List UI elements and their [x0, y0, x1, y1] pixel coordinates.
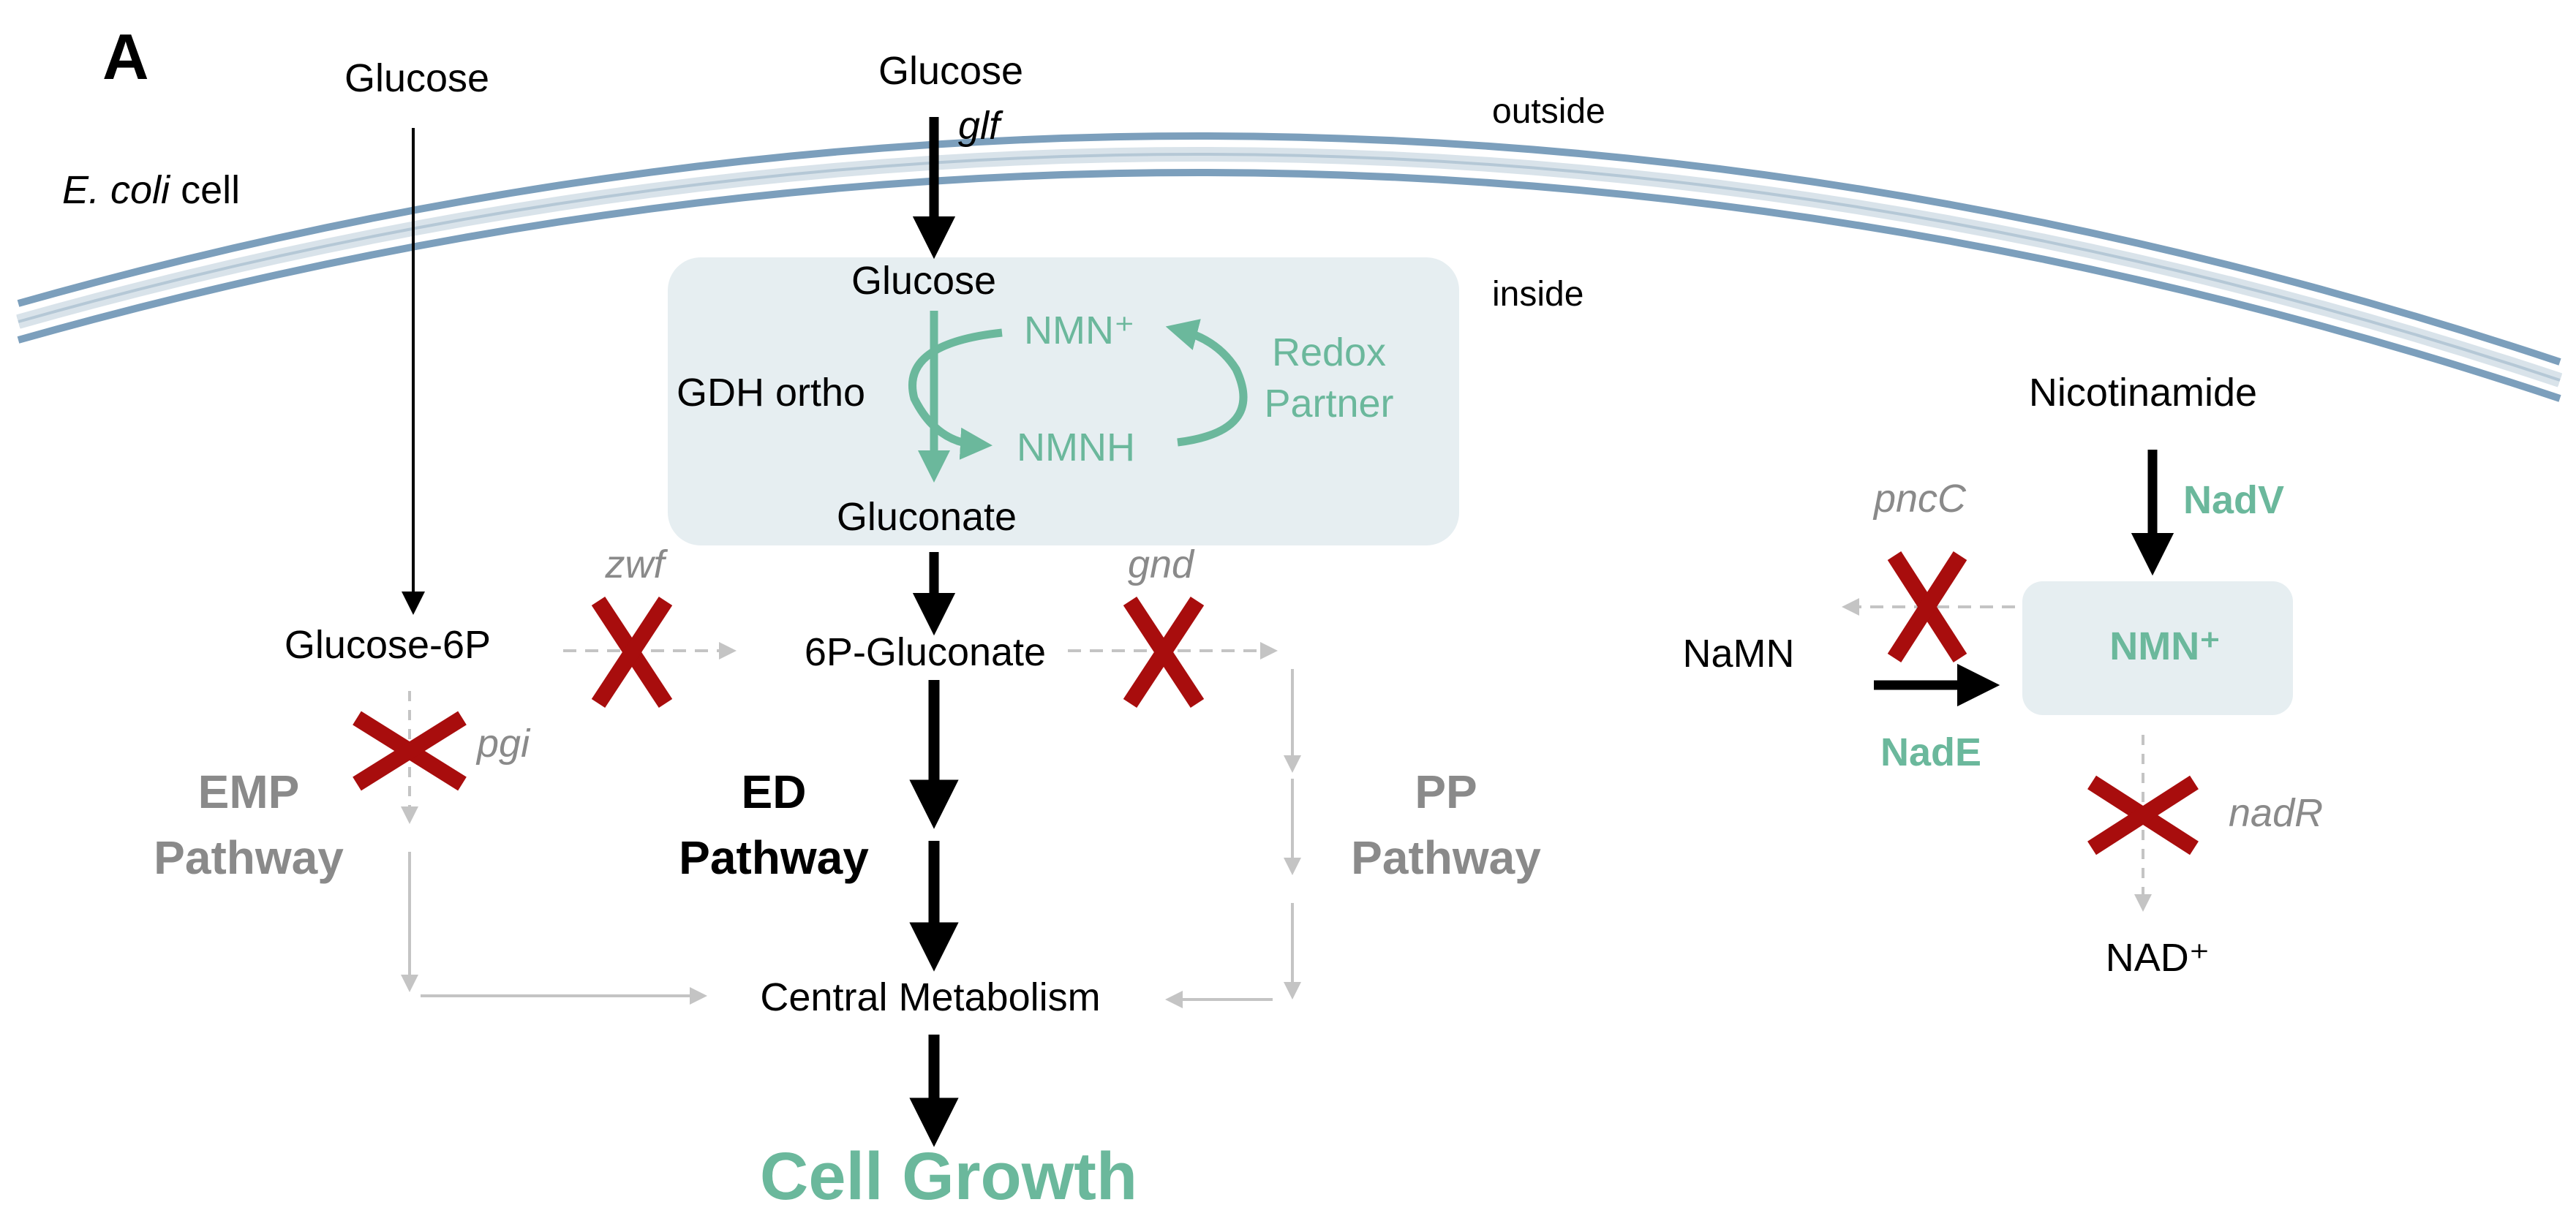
cell-growth-label: Cell Growth: [760, 1139, 1137, 1213]
nadr-label: nadR: [2229, 791, 2323, 835]
inside-label: inside: [1492, 275, 1583, 314]
gdh-ortho-label: GDH ortho: [677, 371, 865, 415]
nmn-box: [2022, 581, 2293, 715]
ed-pathway-label-2: Pathway: [679, 831, 869, 884]
nicotinamide-label: Nicotinamide: [2029, 371, 2257, 415]
box-nmn-plus-label: NMN⁺: [2109, 624, 2220, 668]
knockout-pncc-cross: [1887, 551, 1967, 662]
glf-label: glf: [958, 104, 1003, 148]
glucose-top-label: Glucose: [878, 49, 1023, 93]
knockout-gnd-cross: [1123, 596, 1205, 708]
pp-pathway-label-1: PP: [1415, 766, 1477, 818]
ed-pathway-label-1: ED: [742, 766, 807, 818]
pncc-label: pncC: [1872, 477, 1967, 521]
cell-label: E. coli cell: [62, 168, 240, 212]
nadv-label: NadV: [2183, 478, 2284, 522]
glucose-6p-label: Glucose-6P: [285, 623, 491, 667]
emp-pathway-label-2: Pathway: [154, 831, 344, 884]
cell-membrane: [16, 132, 2563, 402]
arrow-nmnh-to-nmn: [1165, 319, 1248, 447]
arrow-nmn-to-nmnh: [908, 328, 1003, 460]
central-metabolism-label: Central Metabolism: [760, 975, 1100, 1019]
redox-partner-label-2: Partner: [1264, 382, 1393, 426]
6p-gluconate-label: 6P-Gluconate: [805, 630, 1046, 674]
zwf-label: zwf: [605, 543, 669, 586]
pgi-label: pgi: [475, 722, 531, 766]
outside-label: outside: [1492, 92, 1605, 131]
nade-label: NadE: [1880, 730, 1981, 774]
gluconate-label: Gluconate: [837, 495, 1017, 539]
namn-label: NaMN: [1682, 632, 1794, 676]
gnd-label: gnd: [1128, 543, 1195, 586]
panel-label: A: [102, 20, 149, 93]
knockout-nadr-cross: [2087, 775, 2199, 855]
nmn-plus-label: NMN⁺: [1024, 309, 1134, 352]
glucose-left-label: Glucose: [344, 56, 489, 100]
engineered-module-box: [668, 257, 1459, 545]
box-glucose-label: Glucose: [851, 259, 996, 303]
knockout-pgi-cross: [353, 711, 467, 791]
pp-pathway-label-2: Pathway: [1351, 831, 1541, 884]
redox-partner-label-1: Redox: [1272, 330, 1386, 374]
nmnh-label: NMNH: [1017, 426, 1135, 469]
nad-plus-label: NAD⁺: [2106, 936, 2210, 980]
emp-pathway-label-1: EMP: [198, 766, 300, 818]
knockout-zwf-cross: [591, 596, 673, 708]
